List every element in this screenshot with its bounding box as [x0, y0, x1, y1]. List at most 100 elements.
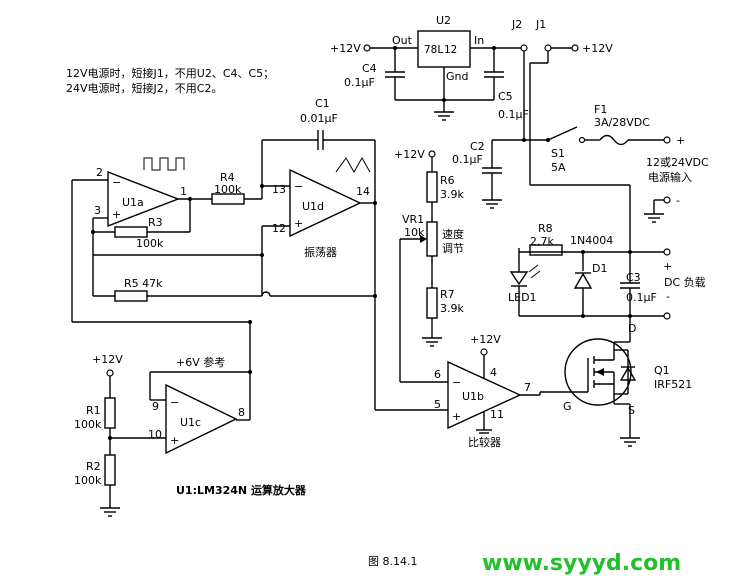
vr1-func-2: 调节	[442, 242, 464, 255]
regulator-pin-in: In	[474, 34, 484, 47]
u1b-plus: +	[452, 410, 461, 423]
resistor-r4: R4 100k	[211, 171, 262, 205]
s1-label: S1	[551, 147, 565, 160]
r7-label: R7	[440, 288, 455, 301]
square-wave-icon	[143, 157, 185, 171]
supply-12v-pot: +12V	[394, 148, 436, 161]
resistor-r8: R8 2.7k	[518, 222, 563, 256]
resistor-r5: R5 47k	[92, 255, 375, 302]
supply-12v-left: +12V	[330, 42, 361, 55]
u1c-label: U1c	[180, 416, 201, 429]
u1b-label: U1b	[462, 390, 484, 403]
c5-label: C5	[498, 90, 513, 103]
figure-caption: 图 8.14.1	[368, 555, 417, 568]
q1-pin-g: G	[563, 400, 572, 413]
u1c-plus: +	[170, 434, 179, 447]
resistor-r6: R6 3.9k	[426, 157, 464, 222]
u1b-pin-7: 7	[524, 381, 531, 394]
r8-label: R8	[538, 222, 553, 235]
u1b-supply-label: +12V	[470, 333, 501, 346]
c4-label: C4	[362, 62, 377, 75]
diode-d1: 1N4004 D1	[570, 234, 613, 316]
q1-label: Q1	[654, 364, 670, 377]
u1b-pin-5: 5	[434, 398, 441, 411]
u1a-plus: +	[112, 208, 121, 221]
supply-12v-u1c: +12V	[92, 353, 123, 377]
opamp-u1b: U1b − + 6 5 7 4 11 比较器	[434, 360, 531, 449]
u1d-pin-13: 13	[272, 183, 286, 196]
r4-value: 100k	[214, 183, 242, 196]
regulator-pin-gnd: Gnd	[446, 70, 468, 83]
f1-label: F1	[594, 103, 607, 116]
supply-12v-right: +12V	[582, 42, 613, 55]
ground-symbol	[434, 111, 454, 121]
u1c-minus: −	[170, 396, 179, 409]
c4-value: 0.1μF	[344, 76, 375, 89]
input-plus: +	[676, 134, 685, 147]
resistor-r2: R2 100k	[74, 454, 120, 517]
u1d-minus: −	[294, 180, 303, 193]
capacitor-c4: C4 0.1μF	[344, 46, 405, 100]
r6-label: R6	[440, 174, 455, 187]
c3-label: C3	[626, 271, 641, 284]
r4-label: R4	[220, 171, 235, 184]
load-label: DC 负载	[664, 275, 706, 289]
load-plus: +	[663, 260, 672, 273]
r7-value: 3.9k	[440, 302, 464, 315]
q1-pin-d: D	[628, 322, 636, 335]
mosfet-q1: D S G Q1 IRF521	[540, 316, 692, 447]
d1-part: 1N4004	[570, 234, 613, 247]
r8-value: 2.7k	[530, 235, 554, 248]
u1a-pin-3: 3	[94, 204, 101, 217]
switch-s1: S1 5A	[546, 126, 586, 174]
opamp-u1a: U1a − + 2 3 1	[94, 157, 187, 228]
supply-12v-u1b: +12V	[470, 333, 501, 378]
note-line-2: 24V电源时，短接J2，不用C2。	[66, 81, 222, 95]
u1b-pin-11: 11	[490, 408, 504, 421]
capacitor-c2: C2 0.1μF	[452, 138, 548, 209]
load-minus: -	[666, 290, 670, 303]
fuse-f1: F1 3A/28VDC +	[585, 103, 685, 147]
r6-value: 3.9k	[440, 188, 464, 201]
opamp-u1d: U1d − + 13 12 14 振荡器	[272, 156, 371, 259]
r2-label: R2	[86, 460, 101, 473]
c1-label: C1	[315, 97, 330, 110]
f1-value: 3A/28VDC	[594, 116, 650, 129]
potentiometer-vr1[interactable]: VR1 10k 速度 调节	[399, 213, 464, 383]
input-label: 12或24VDC	[646, 156, 709, 169]
comparator-label: 比较器	[468, 435, 501, 449]
u1b-pin-4: 4	[490, 366, 497, 379]
regulator-part: 78L12	[424, 43, 457, 56]
input-minus: -	[676, 194, 680, 207]
j2-label: J2	[511, 18, 522, 31]
resistor-r7: R7 3.9k	[422, 256, 464, 347]
led-led1: LED1	[508, 252, 541, 316]
capacitor-c3: C3 0.1μF	[620, 252, 657, 316]
input-minus-terminal: -	[644, 194, 680, 223]
ref-6v-label: +6V 参考	[176, 355, 225, 369]
j1-label: J1	[535, 18, 546, 31]
ic-note: U1:LM324N 运算放大器	[176, 483, 307, 497]
u1d-plus: +	[294, 217, 303, 230]
jumper-j2: J2	[511, 18, 528, 140]
led1-label: LED1	[508, 291, 537, 304]
q1-pin-s: S	[628, 404, 635, 417]
s1-value: 5A	[551, 161, 566, 174]
input-label-2: 电源输入	[648, 170, 692, 184]
u1a-minus: −	[112, 176, 121, 189]
resistor-r3: R3 100k	[114, 199, 191, 250]
r1-value: 100k	[74, 418, 102, 431]
u1a-label: U1a	[122, 196, 144, 209]
capacitor-c1: C1 0.01μF	[262, 97, 376, 203]
oscillator-label: 振荡器	[304, 245, 337, 259]
q1-part: IRF521	[654, 378, 692, 391]
u1a-pin-1: 1	[180, 185, 187, 198]
r3-label: R3	[148, 216, 163, 229]
regulator-name: U2	[436, 14, 451, 27]
u1d-pin-12: 12	[272, 222, 286, 235]
r3-value: 100k	[136, 237, 164, 250]
watermark: www.syyyd.com	[482, 551, 681, 576]
c2-value: 0.1μF	[452, 153, 483, 166]
triangle-wave-icon	[335, 156, 371, 174]
